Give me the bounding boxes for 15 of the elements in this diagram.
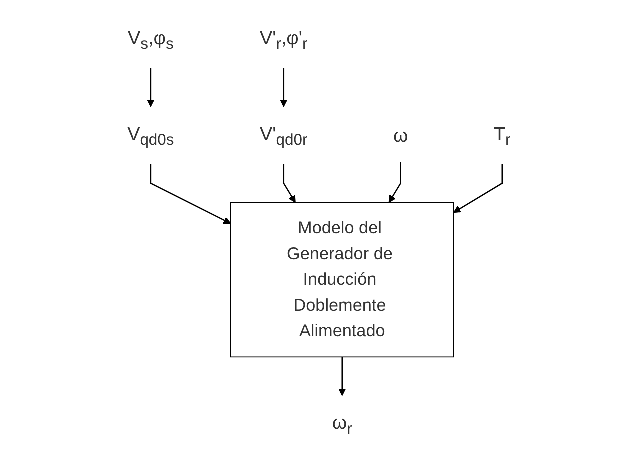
node-text: V'$_{r}$,φ'$_{r}$ xyxy=(260,27,308,52)
node-text: ω xyxy=(393,124,408,146)
node-box: Modelo del Generador de Inducción Doblemente Alimentado xyxy=(230,202,454,358)
node-text: V$_{s}$,φ$_{s}$ xyxy=(128,27,174,52)
arrow xyxy=(388,162,402,204)
node-text: V'$_{qd0r}$ xyxy=(260,123,308,148)
arrow xyxy=(283,164,296,204)
node-text: V$_{qd0s}$ xyxy=(127,123,174,148)
arrow xyxy=(453,164,503,214)
arrow xyxy=(150,164,232,224)
arrow xyxy=(280,68,288,108)
arrow xyxy=(146,68,155,108)
node-text: ω$_{r}$ xyxy=(332,412,352,438)
node-text: T$_{r}$ xyxy=(494,123,511,148)
arrow xyxy=(338,357,346,396)
